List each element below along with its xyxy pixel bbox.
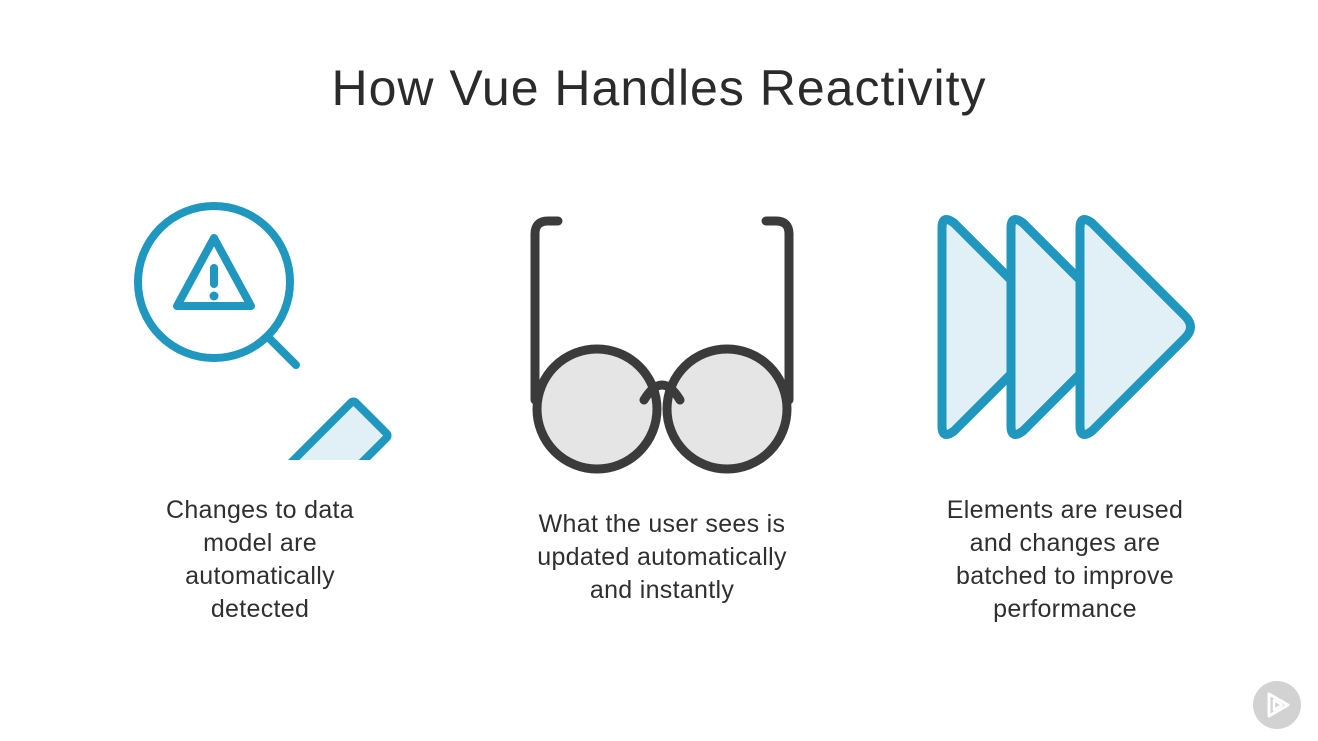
eyeglasses-left-arm bbox=[530, 216, 563, 405]
caption-line: Changes to data bbox=[166, 496, 354, 524]
eyeglasses-right-arm bbox=[761, 216, 794, 405]
caption-line: What the user sees is bbox=[538, 510, 786, 538]
caption-view-updates: What the user sees is updated automatica… bbox=[487, 508, 837, 607]
magnifier-handle bbox=[254, 397, 392, 460]
eyeglasses-bridge bbox=[639, 380, 685, 405]
caption-line: and changes are bbox=[969, 529, 1161, 557]
magnifier-warning-icon bbox=[134, 202, 392, 460]
slide-title: How Vue Handles Reactivity bbox=[331, 60, 987, 116]
magnifier-neck bbox=[261, 330, 300, 369]
caption-line: performance bbox=[993, 595, 1137, 623]
eyeglasses-icon bbox=[530, 216, 794, 474]
caption-line: batched to improve bbox=[955, 562, 1175, 590]
fast-forward-icon bbox=[937, 215, 1195, 439]
caption-line: Elements are reused bbox=[946, 496, 1184, 524]
caption-line: and instantly bbox=[589, 576, 735, 604]
caption-line: updated automatically bbox=[537, 543, 787, 571]
caption-batching: Elements are reused and changes are batc… bbox=[900, 494, 1230, 626]
eyeglasses-left-lens bbox=[532, 344, 662, 474]
caption-line: detected bbox=[210, 595, 310, 623]
warning-dot bbox=[209, 291, 219, 301]
eyeglasses-right-lens bbox=[662, 344, 792, 474]
play-logo-icon bbox=[1267, 692, 1290, 718]
caption-line: automatically bbox=[185, 562, 335, 590]
fast-forward-chevron-3 bbox=[1075, 215, 1195, 439]
warning-triangle-icon bbox=[173, 234, 255, 310]
brand-logo bbox=[1253, 681, 1301, 729]
caption-change-detection: Changes to data model are automatically … bbox=[110, 494, 410, 626]
caption-line: model are bbox=[203, 529, 317, 557]
